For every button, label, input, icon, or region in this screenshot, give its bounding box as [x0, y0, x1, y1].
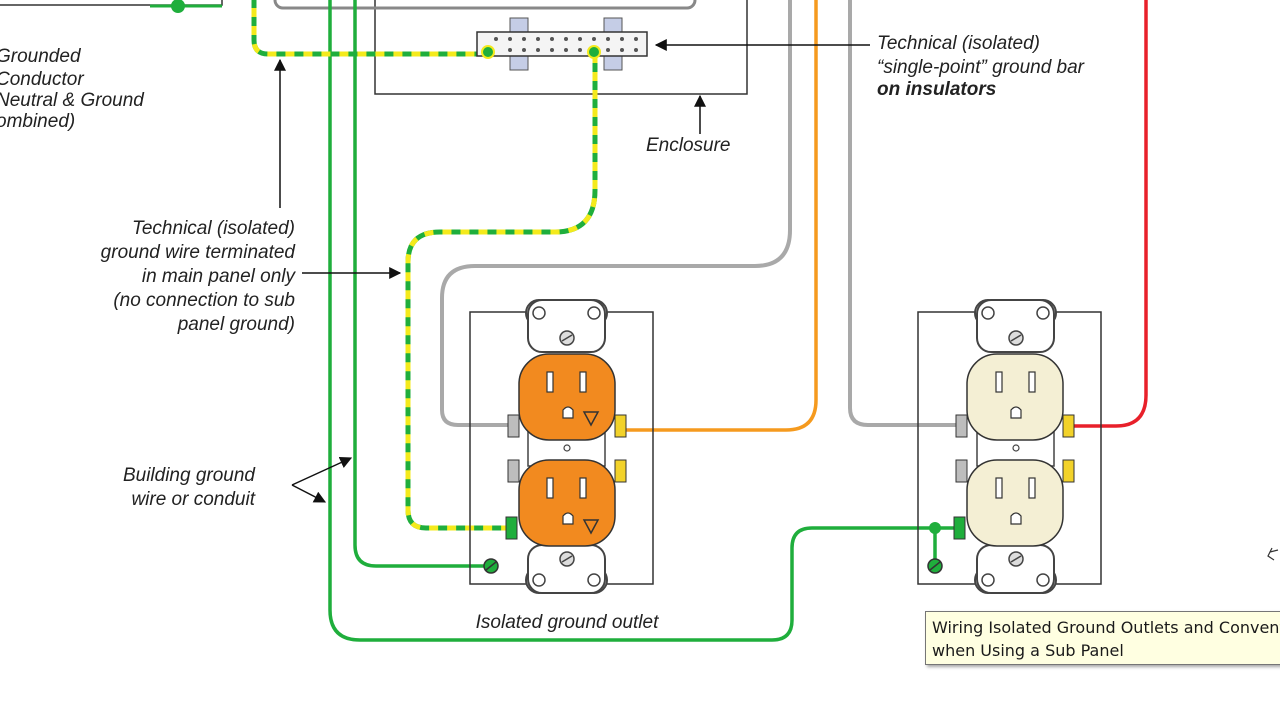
conduit-ground-wire: [353, 0, 491, 568]
technical-wire-label: Technical (isolated) ground wire termina…: [101, 218, 297, 335]
main-panel-inner: [273, 0, 697, 10]
tooltip-line-1: Wiring Isolated Ground Outlets and Conve…: [932, 618, 1280, 637]
svg-text:Technical (isolated): Technical (isolated): [132, 218, 295, 239]
technical-isolated-ground-wire: [405, 54, 598, 531]
svg-text:(no connection to sub: (no connection to sub: [113, 290, 295, 311]
svg-text:panel ground): panel ground): [177, 314, 295, 335]
building-ground-label: Building ground wire or conduit: [123, 465, 256, 510]
arrow-to-building-ground-2: [291, 484, 327, 503]
svg-text:Building ground: Building ground: [123, 465, 256, 486]
neutral-wire-isolated-outlet: [440, 0, 792, 427]
isolated-ground-outlet: [469, 299, 654, 594]
isolated-ground-bar: [476, 17, 648, 71]
svg-text:ground wire terminated: ground wire terminated: [101, 242, 297, 263]
tooltip-line-2: when Using a Sub Panel: [932, 641, 1124, 660]
svg-text:Technical (isolated): Technical (isolated): [877, 33, 1040, 54]
svg-text:Grounded: Grounded: [0, 46, 82, 67]
arrow-to-building-ground-1: [291, 457, 353, 486]
left-box-edge: [0, 0, 223, 6]
standard-outlet: [917, 299, 1102, 594]
svg-text:in main panel only: in main panel only: [142, 266, 297, 287]
hot-wire-red: [1068, 0, 1148, 428]
svg-text:“single-point” ground bar: “single-point” ground bar: [877, 57, 1085, 78]
neutral-wire-standard-outlet: [848, 0, 965, 427]
neutral-ground-combined-wire: [251, 0, 488, 57]
svg-text:Conductor: Conductor: [0, 69, 84, 90]
ground-bar-label: Technical (isolated) “single-point” grou…: [877, 33, 1085, 100]
main-panel-box: [374, 0, 748, 95]
isolated-outlet-label: Isolated ground outlet: [476, 612, 659, 633]
enclosure-label: Enclosure: [646, 135, 731, 156]
hot-wire-orange: [622, 0, 818, 432]
grounded-conductor-label: Grounded Conductor Neutral & Ground ombi…: [0, 46, 145, 132]
hand-cursor-icon: [1267, 547, 1279, 561]
building-ground-wire: [328, 0, 960, 642]
svg-text:Neutral & Ground: Neutral & Ground: [0, 90, 145, 111]
svg-text:on insulators: on insulators: [877, 79, 996, 100]
svg-text:ombined): ombined): [0, 111, 75, 132]
svg-text:wire or conduit: wire or conduit: [131, 489, 255, 510]
tooltip: Wiring Isolated Ground Outlets and Conve…: [925, 611, 1280, 665]
ground-junction-dot: [929, 522, 941, 534]
